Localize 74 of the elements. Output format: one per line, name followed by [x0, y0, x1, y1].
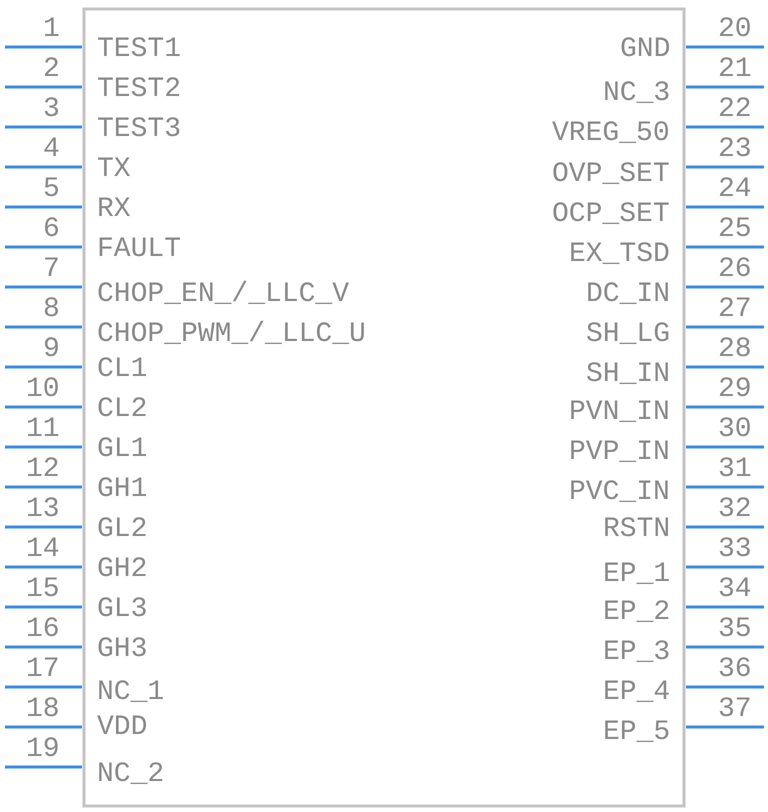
pin-name: GH2	[97, 555, 148, 585]
pin-name: SH_LG	[586, 320, 670, 350]
pin-name: GH3	[97, 635, 148, 665]
pin-name: CHOP_EN_/_LLC_V	[97, 280, 350, 310]
pin-name: PVC_IN	[569, 478, 670, 508]
pin-name: RX	[97, 195, 131, 225]
pin-name: OCP_SET	[552, 200, 670, 230]
pin-name: EP_2	[603, 598, 670, 628]
pin-number: 21	[718, 55, 752, 85]
pin-name: EX_TSD	[569, 240, 670, 270]
pin-number: 26	[718, 255, 752, 285]
pin-number: 28	[718, 335, 752, 365]
pin-number: 5	[43, 175, 60, 205]
pin-name: GL2	[97, 515, 148, 545]
pin-name: PVP_IN	[569, 438, 670, 468]
pin-number: 27	[718, 295, 752, 325]
pin-name: TEST3	[97, 115, 182, 145]
pin-number: 4	[43, 135, 60, 165]
pin-name: EP_1	[603, 560, 670, 590]
pin-name: FAULT	[97, 235, 182, 265]
pin-number: 2	[43, 55, 60, 85]
pin-name: RSTN	[603, 515, 670, 545]
pin-number: 33	[718, 535, 752, 565]
pin-name: GL3	[97, 595, 148, 625]
pin-number: 15	[26, 575, 60, 605]
pin-name: NC_1	[97, 678, 164, 708]
pin-name: EP_4	[603, 678, 670, 708]
pin-number: 29	[718, 375, 752, 405]
pin-name: CL2	[97, 395, 148, 425]
pin-name: CL1	[97, 355, 148, 385]
pin-number: 24	[718, 175, 752, 205]
pin-name: CHOP_PWM_/_LLC_U	[97, 320, 366, 350]
pin-name: GL1	[97, 435, 148, 465]
pin-number: 36	[718, 655, 752, 685]
pin-number: 16	[26, 615, 60, 645]
pin-number: 25	[718, 215, 752, 245]
pin-number: 23	[718, 135, 752, 165]
pin-number: 1	[43, 15, 60, 45]
pin-name: NC_3	[603, 79, 670, 109]
pin-number: 22	[718, 95, 752, 125]
pin-name: TEST1	[97, 35, 182, 65]
pin-number: 34	[718, 575, 752, 605]
pin-number: 14	[26, 535, 60, 565]
pin-number: 13	[26, 495, 60, 525]
pin-number: 32	[718, 495, 752, 525]
pin-number: 7	[43, 255, 60, 285]
pin-number: 17	[26, 655, 60, 685]
pin-number: 8	[43, 295, 60, 325]
pin-name: GND	[620, 35, 670, 65]
pin-name: EP_3	[603, 638, 670, 668]
pin-number: 6	[43, 215, 60, 245]
pin-number: 37	[718, 695, 752, 725]
pin-name: TX	[97, 155, 131, 185]
pin-number: 9	[43, 335, 60, 365]
pin-number: 11	[26, 415, 60, 445]
pin-name: PVN_IN	[569, 398, 670, 428]
pin-number: 10	[26, 375, 60, 405]
pin-name: VREG_50	[552, 119, 670, 149]
pin-number: 20	[718, 15, 752, 45]
pin-name: VDD	[97, 713, 148, 743]
pin-number: 18	[26, 695, 60, 725]
pin-number: 3	[43, 95, 60, 125]
pin-name: SH_IN	[586, 360, 670, 390]
pin-name: EP_5	[603, 718, 670, 748]
pin-name: NC_2	[97, 760, 164, 790]
pin-number: 30	[718, 415, 752, 445]
pin-number: 12	[26, 455, 60, 485]
pin-number: 35	[718, 615, 752, 645]
pin-name: OVP_SET	[552, 160, 670, 190]
pin-name: GH1	[97, 475, 148, 505]
pin-number: 31	[718, 455, 752, 485]
pin-number: 19	[26, 735, 60, 765]
pin-name: TEST2	[97, 75, 182, 105]
pin-name: DC_IN	[586, 280, 670, 310]
